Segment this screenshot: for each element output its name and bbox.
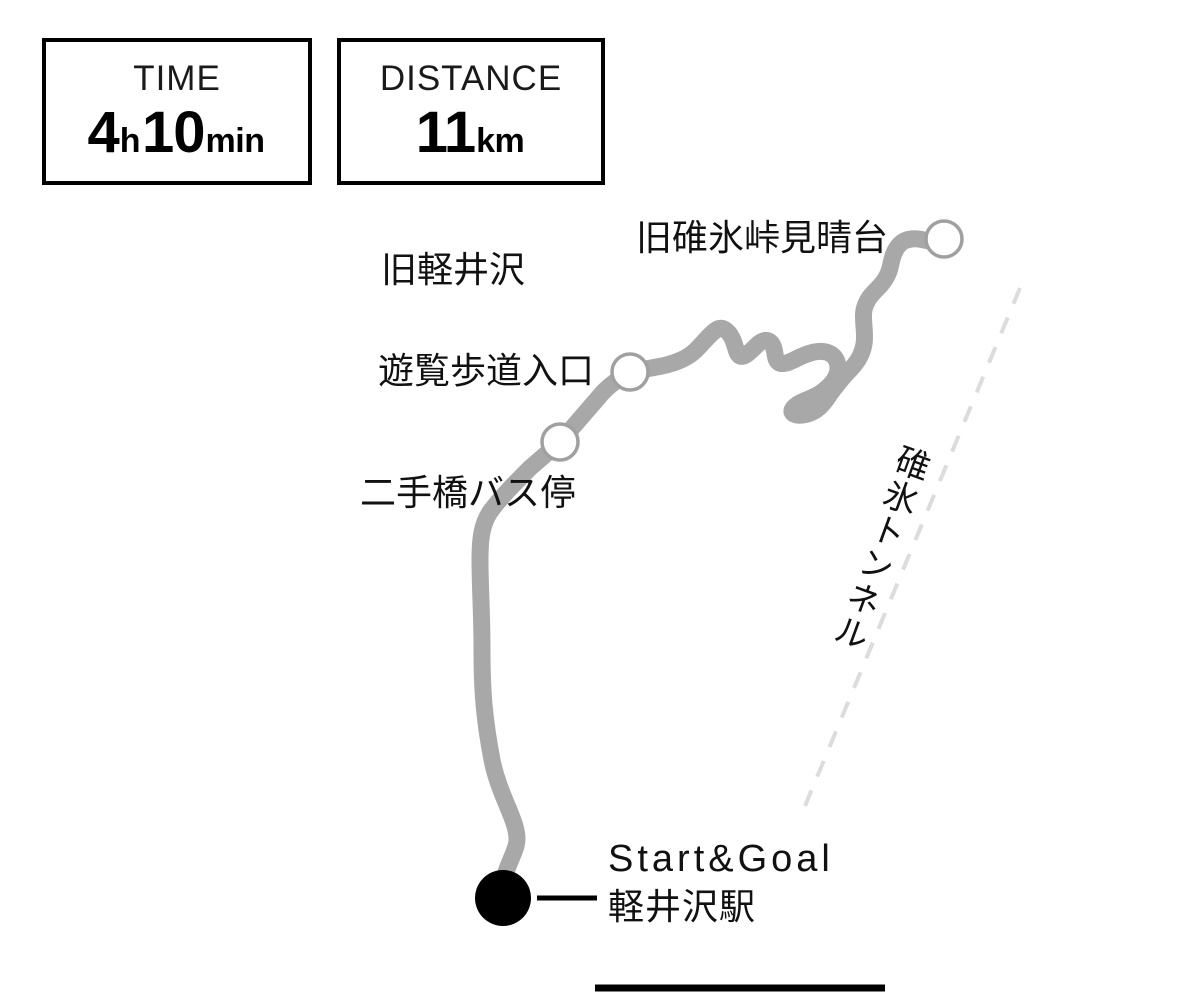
label-lookout: 旧碓氷峠見晴台	[636, 217, 889, 258]
start-goal-english-label: Start&Goal	[608, 838, 834, 880]
label-kyu-karuizawa: 旧軽井沢	[381, 249, 526, 290]
time-info-box: TIME 4 h 10 min	[42, 38, 312, 185]
time-box-value: 4 h 10 min	[87, 104, 266, 162]
start-goal-japanese-label: 軽井沢駅	[608, 885, 757, 927]
start-goal-marker-dot	[475, 870, 531, 926]
time-minutes-unit: min	[205, 122, 265, 160]
marker-futatebashi-bus-stop	[540, 422, 580, 462]
time-minutes-value: 10	[142, 100, 206, 165]
distance-number: 11	[415, 100, 476, 165]
distance-box-title: DISTANCE	[379, 59, 563, 98]
hiking-trail-path	[471, 230, 947, 899]
start-goal-label-block: Start&Goal 軽井沢駅	[608, 838, 834, 927]
distance-unit: km	[476, 122, 525, 160]
label-futatebashi-bus-stop: 二手橋バス停	[360, 472, 577, 513]
marker-lookout	[924, 219, 964, 259]
label-promenade-entrance: 遊覧歩道入口	[378, 350, 595, 391]
time-box-title: TIME	[133, 59, 221, 98]
time-hours-value: 4	[87, 100, 119, 165]
distance-box-value: 11 km	[416, 104, 526, 162]
marker-promenade-entrance	[610, 352, 650, 392]
distance-info-box: DISTANCE 11 km	[337, 38, 605, 185]
time-hours-unit: h	[119, 122, 141, 160]
